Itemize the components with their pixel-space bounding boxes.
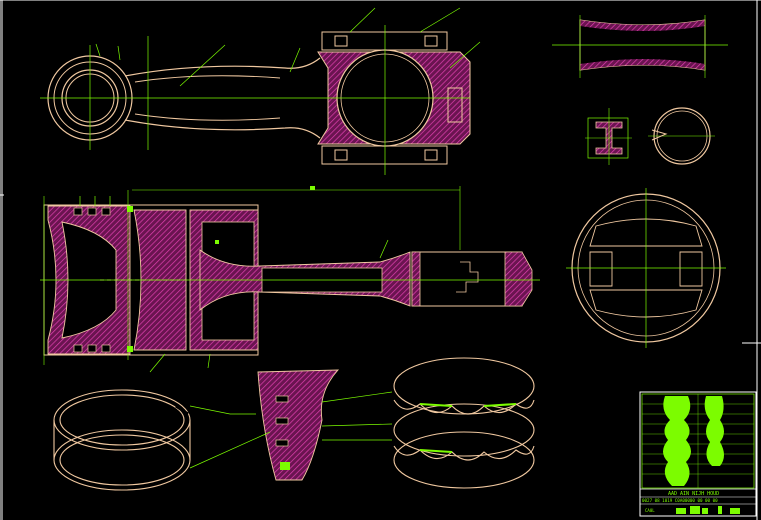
rod-section-detail — [585, 108, 632, 165]
bushing-detail — [552, 15, 728, 78]
circlip-detail — [648, 107, 715, 165]
ring-groove-section — [257, 369, 340, 481]
title-block-row2: CA0L — [645, 508, 655, 513]
piston-bottom-view — [566, 188, 726, 348]
title-block: AAD AIN NIJH HOUD 0027 08 1019 C0A00000 … — [639, 391, 757, 517]
piston-rings-left — [53, 389, 191, 491]
title-block-row1: 0027 08 1019 C0A00000 00 00 00 — [642, 498, 718, 503]
title-block-title: AAD AIN NIJH HOUD — [668, 491, 719, 497]
bottom-leaders — [189, 391, 393, 469]
piston-rings-right — [393, 357, 535, 489]
connecting-rod-top-view — [40, 7, 481, 175]
piston-assembly-section — [40, 186, 540, 373]
